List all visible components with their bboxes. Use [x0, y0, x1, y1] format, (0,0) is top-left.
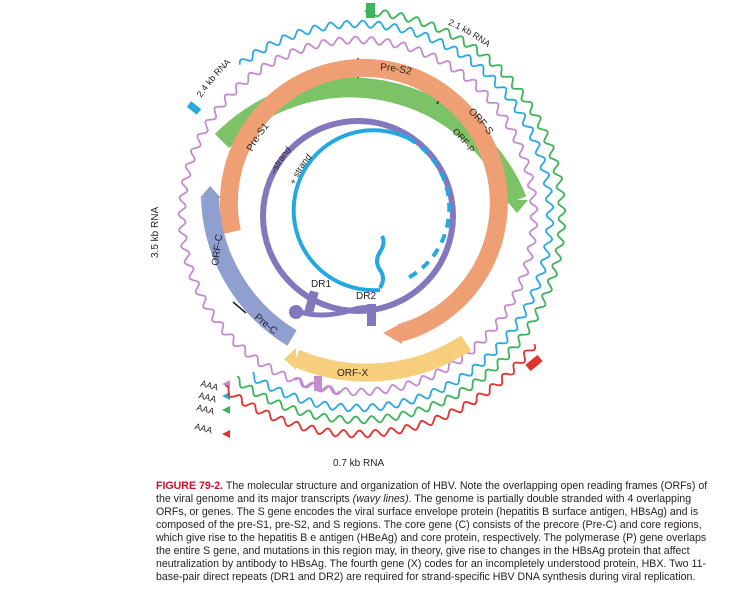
rna-start-markers — [186, 3, 543, 391]
dr1-label: DR1 — [311, 279, 331, 290]
svg-text:2.4 kb RNA: 2.4 kb RNA — [195, 57, 233, 99]
dr2-label: DR2 — [356, 291, 376, 302]
svg-text:–strand: –strand — [268, 145, 293, 176]
rna-3-5-wave — [177, 35, 539, 397]
dr1-marker — [304, 290, 319, 314]
caption-text-1: The molecular structure and organization… — [156, 480, 708, 505]
polya-label-1: AAA — [199, 378, 219, 392]
rna-2-1-wave — [236, 7, 567, 425]
figure-caption: FIGURE 79-2. The molecular structure and… — [156, 480, 716, 584]
orf-c-arc — [200, 186, 297, 346]
rna-2-1-label: 2.1 kb RNA — [447, 17, 492, 49]
rna-2-1-wave-arrowhead — [222, 406, 230, 414]
hbv-genome-diagram: DR1 DR2 AAA AAA AAA AAA Pre-S1 Pre-S2 OR… — [150, 3, 567, 469]
orf-p-arc — [219, 58, 508, 344]
orf-x-arc — [284, 335, 471, 382]
rna-0-7-wave-arrowhead — [222, 430, 230, 438]
rna-2-4-label: 2.4 kb RNA — [195, 57, 233, 99]
polya-label-3: AAA — [195, 402, 215, 416]
polya-labels: AAA AAA AAA AAA — [193, 378, 219, 435]
rna-0-7-label: 0.7 kb RNA — [333, 458, 384, 469]
minus-strand-label: –strand — [268, 145, 293, 176]
svg-text:2.1 kb RNA: 2.1 kb RNA — [447, 17, 492, 49]
polya-label-2: AAA — [197, 390, 217, 404]
rna-2-4-wave — [238, 19, 555, 413]
dr2-marker — [367, 304, 376, 326]
orf-x-label: ORF-X — [337, 368, 368, 379]
rna-transcripts — [177, 7, 567, 439]
rna-0-7-wave — [225, 343, 537, 439]
minus-strand — [260, 118, 456, 319]
orf-c-label: ORF-C — [210, 234, 225, 267]
caption-text-italic: (wavy lines) — [352, 493, 409, 505]
figure-number: FIGURE 79-2. — [156, 480, 224, 492]
plus-strand — [291, 128, 452, 293]
caption-text-2: . The genome is partially double strande… — [156, 493, 707, 583]
rna-3-5-label: 3.5 kb RNA — [150, 207, 161, 258]
polya-label-4: AAA — [193, 421, 213, 435]
